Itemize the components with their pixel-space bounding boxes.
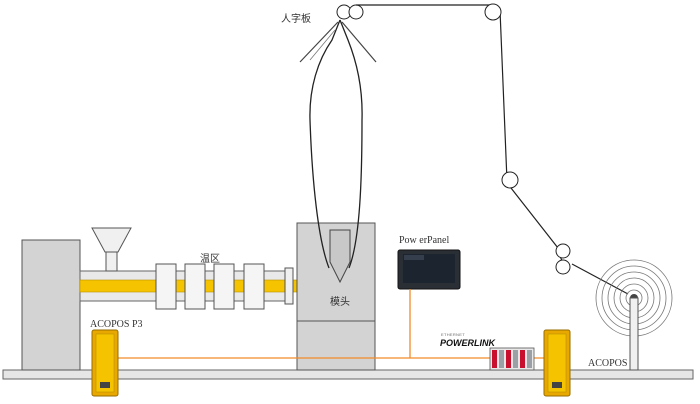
hopper-throat (105, 251, 118, 272)
die-head-base (296, 320, 376, 371)
acopos-label: ACOPOS (588, 358, 627, 369)
acopos-front-panel (547, 333, 567, 393)
herringbone-board-label: 人字板 (281, 12, 311, 25)
powerpanel-label: Pow erPanel (399, 235, 449, 246)
barrel-flange (284, 267, 294, 305)
nip-roller-right (348, 4, 364, 20)
powerlink-bus (118, 289, 548, 359)
heater-band-3 (213, 263, 235, 310)
die-head-label: 模头 (330, 296, 350, 308)
acopos-terminal (552, 382, 562, 388)
collapsing-board-right (341, 21, 377, 63)
guide-roller-top (484, 3, 502, 21)
acopos-p3-front-panel (95, 333, 115, 393)
powerlink-caption: ETHERNET (441, 332, 465, 337)
heater-band-4 (243, 263, 265, 310)
die-throat (329, 229, 351, 284)
acopos-p3-label: ACOPOS P3 (90, 319, 143, 330)
collapsing-board-left (299, 21, 339, 63)
powerpanel-screen-glare (404, 255, 424, 260)
feed-hopper (91, 227, 132, 253)
guide-roller-lower (555, 243, 571, 259)
film-web-path (356, 4, 629, 295)
extruder-motor-block (21, 239, 81, 371)
io-modules (489, 347, 535, 371)
winder-stand (629, 297, 639, 371)
heater-band-2 (184, 263, 206, 310)
powerlink-logo: POWERLINK (440, 338, 496, 348)
collapsing-board-inner (309, 29, 336, 61)
acopos-p3-terminal (100, 382, 110, 388)
guide-roller-middle (501, 171, 519, 189)
guide-roller-bottom (555, 259, 571, 275)
film-bubble (309, 19, 363, 269)
heater-band-1 (155, 263, 177, 310)
temperature-zone-label: 温区 (200, 253, 220, 265)
